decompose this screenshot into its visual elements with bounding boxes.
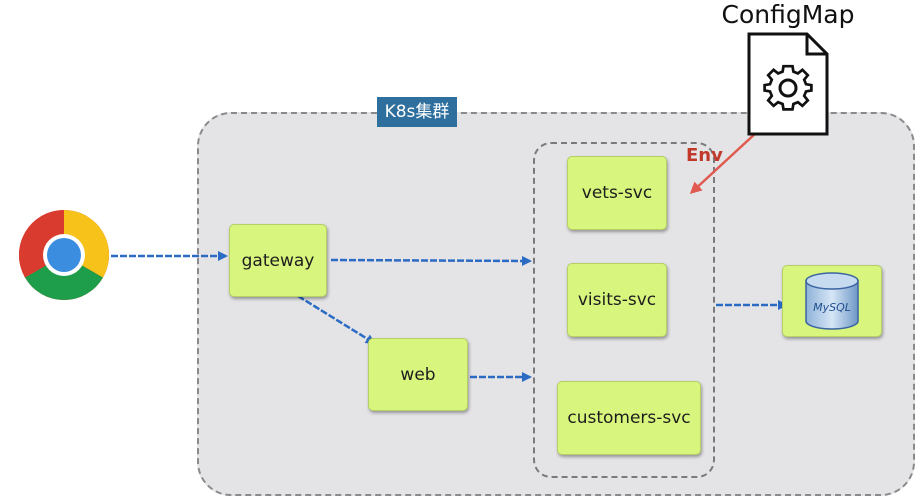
mysql-label: MySQL (813, 301, 851, 314)
configmap-document-icon (747, 32, 829, 136)
cluster-label: K8s集群 (377, 97, 457, 127)
customers-svc-node: customers-svc (557, 381, 701, 455)
configmap-title: ConfigMap (721, 0, 855, 29)
chrome-browser-icon (18, 209, 110, 301)
gear-icon (763, 64, 813, 111)
mysql-database-icon: MySQL (805, 272, 859, 330)
services-group (533, 142, 715, 478)
visits-svc-node: visits-svc (567, 263, 667, 337)
visits-svc-label: visits-svc (577, 290, 657, 310)
vets-svc-label: vets-svc (581, 183, 653, 203)
gateway-label: gateway (241, 250, 315, 271)
customers-svc-label: customers-svc (567, 408, 691, 428)
gateway-node: gateway (229, 224, 327, 297)
database-node: MySQL (782, 265, 882, 337)
env-label: Env (686, 145, 723, 166)
vets-svc-node: vets-svc (567, 156, 667, 230)
web-node: web (368, 338, 468, 411)
web-label: web (400, 364, 436, 385)
